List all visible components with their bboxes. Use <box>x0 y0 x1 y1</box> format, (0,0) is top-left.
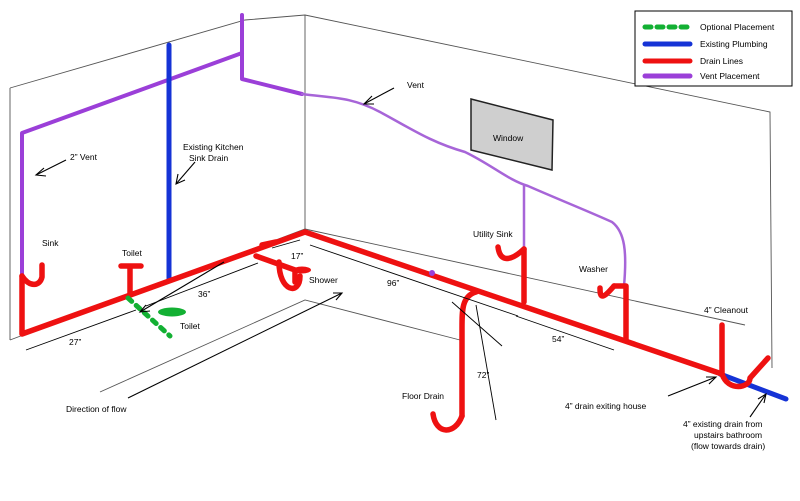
vent-2in-label: 2” Vent <box>70 152 98 162</box>
vent-label: Vent <box>407 80 425 90</box>
sink-label: Sink <box>42 238 59 248</box>
drain-lines <box>19 229 771 433</box>
washer-label: Washer <box>579 264 608 274</box>
vent-connection-dot <box>429 270 435 276</box>
legend: Optional Placement Existing Plumbing Dra… <box>634 10 793 87</box>
shower-label: Shower <box>309 275 338 285</box>
optional-toilet <box>125 295 186 339</box>
annotation-arrows <box>34 87 767 418</box>
kitchen-drain-label-1: Existing Kitchen <box>183 142 244 152</box>
existing-upstairs-drain <box>717 371 789 402</box>
dimension-54: 54” <box>552 334 564 344</box>
exiting-house-label: 4” drain exiting house <box>565 401 647 411</box>
kitchen-drain-label-2: Sink Drain <box>189 153 228 163</box>
dimension-27: 27” <box>69 337 81 347</box>
upstairs-label-1: 4” existing drain from <box>683 419 762 429</box>
dimension-96: 96” <box>387 278 399 288</box>
dimension-labels: 27” 36” 17” 96” 54” 72” <box>69 251 564 380</box>
utility-sink-label: Utility Sink <box>473 229 513 239</box>
dimension-lines <box>25 239 615 421</box>
window-label: Window <box>493 133 524 143</box>
labels: Vent 2” Vent Existing Kitchen Sink Drain… <box>42 80 765 451</box>
floor-drain-label: Floor Drain <box>402 391 444 401</box>
upstairs-label-3: (flow towards drain) <box>691 441 765 451</box>
cleanout-label: 4” Cleanout <box>704 305 749 315</box>
toilet-optional-label: Toilet <box>180 321 200 331</box>
legend-drain-label: Drain Lines <box>700 56 743 66</box>
dimension-72: 72” <box>477 370 489 380</box>
dimension-36: 36” <box>198 289 210 299</box>
legend-existing-label: Existing Plumbing <box>700 39 768 49</box>
legend-vent-label: Vent Placement <box>700 71 760 81</box>
upstairs-label-2: upstairs bathroom <box>694 430 762 440</box>
legend-optional-label: Optional Placement <box>700 22 775 32</box>
direction-of-flow-label: Direction of flow <box>66 404 127 414</box>
window: Window <box>470 98 554 171</box>
dimension-17: 17” <box>291 251 303 261</box>
toilet-label: Toilet <box>122 248 142 258</box>
